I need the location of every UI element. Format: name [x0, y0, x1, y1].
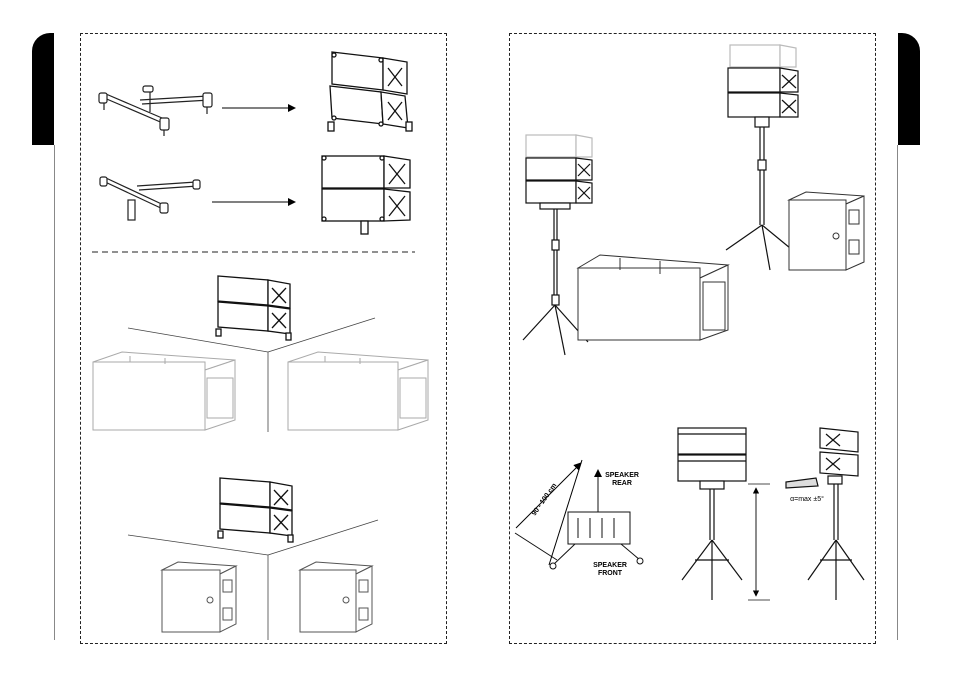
pole-mount-frame-icon: [100, 177, 200, 220]
subwoofer-small-right: [300, 562, 372, 632]
side-view-tripod: [786, 428, 864, 600]
subwoofer-small-left: [162, 562, 236, 632]
front-view-tripod: [678, 428, 770, 600]
ground-stack-frame-icon: [99, 86, 212, 136]
tripod-array-right: [726, 45, 798, 270]
line-array-stack-pole: [322, 156, 410, 234]
array-on-small-subs: [218, 478, 293, 542]
subwoofer-large-left: [93, 352, 235, 430]
subwoofer-small: [789, 192, 864, 270]
speaker-rear-label: SPEAKER REAR: [598, 472, 646, 488]
line-array-stack-tilted: [328, 52, 412, 131]
speaker-front-label: SPEAKER FRONT: [586, 562, 634, 578]
subwoofer-large-right: [288, 352, 428, 430]
array-on-subs: [216, 276, 291, 340]
angle-label: α=max ±5°: [782, 496, 832, 504]
subwoofer-large: [578, 255, 728, 340]
